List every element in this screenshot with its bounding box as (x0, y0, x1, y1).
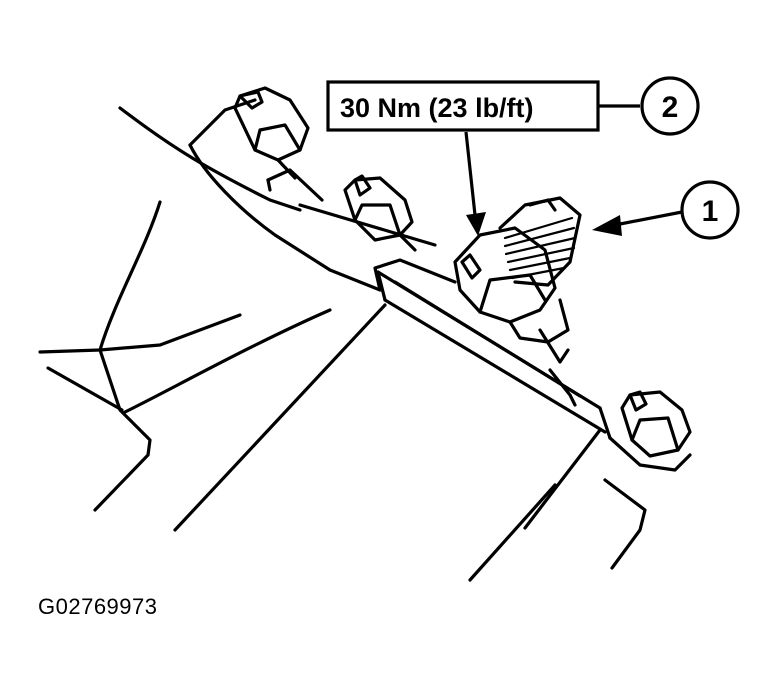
torque-arrow-line (464, 131, 477, 216)
threaded-fitting (498, 196, 582, 287)
torque-label-box (326, 80, 600, 132)
callout-1: 1 (592, 180, 740, 240)
bolt-lower-right (608, 390, 692, 472)
torque-label: 30 Nm (23 lb/ft) (340, 93, 534, 123)
callout-1-circle (680, 180, 740, 240)
torque-arrowhead (466, 212, 486, 236)
cover-plate (376, 270, 612, 440)
housing-outline (38, 98, 332, 512)
callout-1-leader (614, 210, 683, 227)
callout-2-circle (640, 76, 700, 136)
callout-1-number: 1 (702, 195, 719, 228)
torque-callout: 30 Nm (23 lb/ft) 2 (326, 76, 700, 236)
hex-nut-fitting (453, 226, 570, 364)
callout-1-arrowhead (592, 215, 622, 236)
bolt-center (343, 174, 417, 252)
lower-housing-lines (173, 203, 647, 582)
figure-identifier: G02769973 (38, 594, 158, 619)
callout-2-number: 2 (662, 91, 679, 124)
bolt-upper-left (233, 86, 310, 180)
